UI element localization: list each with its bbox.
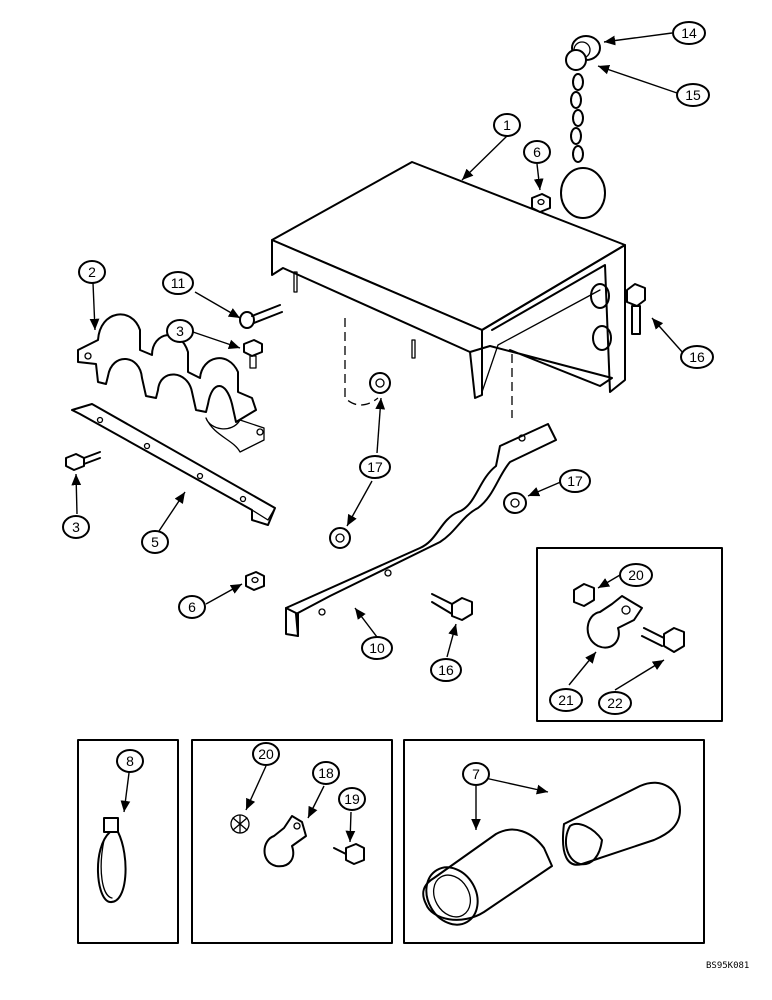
reference-code: BS95K081: [706, 961, 749, 971]
bolt-part-3a: [243, 339, 263, 369]
bolt-part-11: [239, 304, 283, 329]
callout-17a-label: 17: [367, 459, 383, 475]
bracket-part: [285, 423, 557, 637]
callout-6b-label: 6: [188, 599, 196, 615]
callout-21: 21: [549, 688, 583, 712]
callout-18-label: 18: [318, 765, 334, 781]
nut-part-6a: [531, 193, 551, 213]
callout-20b-label: 20: [258, 746, 274, 762]
callout-11-label: 11: [171, 275, 186, 291]
callout-6a: 6: [523, 140, 551, 164]
callout-5: 5: [141, 530, 169, 554]
nut-part-20a: [573, 583, 595, 607]
callout-6b: 6: [178, 595, 206, 619]
bolt-part-19: [333, 843, 365, 865]
callout-22-label: 22: [607, 695, 623, 711]
callout-10: 10: [361, 636, 393, 660]
callout-14: 14: [672, 21, 706, 45]
callout-17b-label: 17: [567, 473, 583, 489]
strap-part: [71, 403, 276, 526]
callout-16a-label: 16: [689, 349, 705, 365]
nut-part-20b: [230, 814, 250, 834]
sleeve-part-7a: [422, 828, 553, 926]
callout-20a-label: 20: [628, 567, 644, 583]
callout-22: 22: [598, 691, 632, 715]
callout-1: 1: [493, 113, 521, 137]
cover-box-part: [271, 161, 626, 418]
bolt-part-16b: [431, 593, 473, 621]
callout-2-label: 2: [88, 264, 96, 280]
callout-2: 2: [78, 260, 106, 284]
callout-17a: 17: [359, 455, 391, 479]
cap-and-chain-part: [560, 35, 606, 219]
nut-part-17b: [329, 527, 351, 549]
inset-box-clamp-21: [536, 547, 723, 722]
nut-part-17a: [369, 372, 391, 394]
bolt-part-22: [641, 627, 685, 653]
callout-16b: 16: [430, 658, 462, 682]
callout-19: 19: [338, 787, 366, 811]
clamp-part-18: [263, 815, 307, 868]
callout-14-label: 14: [681, 25, 697, 41]
callout-8: 8: [116, 749, 144, 773]
callout-7: 7: [462, 762, 490, 786]
callout-16b-label: 16: [438, 662, 454, 678]
callout-10-label: 10: [369, 640, 385, 656]
leader-lines: [71, 32, 685, 843]
callout-5-label: 5: [151, 534, 159, 550]
bolt-part-16a: [626, 283, 646, 335]
callout-15-label: 15: [685, 87, 701, 103]
callout-20a: 20: [619, 563, 653, 587]
triple-clamp-part: [77, 313, 265, 453]
callout-19-label: 19: [344, 791, 360, 807]
tie-strap-part-8: [97, 817, 127, 904]
callout-21-label: 21: [558, 692, 574, 708]
callout-3b: 3: [62, 515, 90, 539]
inset-box-sleeve-7: [403, 739, 705, 944]
callout-3b-label: 3: [72, 519, 80, 535]
callout-3a-label: 3: [176, 323, 184, 339]
callout-11: 11: [162, 271, 194, 295]
callout-17b: 17: [559, 469, 591, 493]
inset-box-clamp-18: [191, 739, 393, 944]
clamp-part-21: [586, 595, 643, 649]
callout-8-label: 8: [126, 753, 134, 769]
bolt-part-3b: [65, 451, 101, 471]
sleeve-part-7b: [562, 781, 681, 866]
inset-box-tie-8: [77, 739, 179, 944]
callout-16a: 16: [680, 345, 714, 369]
callout-6a-label: 6: [533, 144, 541, 160]
callout-1-label: 1: [503, 117, 511, 133]
callout-15: 15: [676, 83, 710, 107]
callout-7-label: 7: [472, 766, 480, 782]
nut-part-17c: [503, 492, 527, 514]
callout-20b: 20: [252, 742, 280, 766]
nut-part-6b: [245, 571, 265, 591]
callout-3a: 3: [166, 319, 194, 343]
callout-18: 18: [312, 761, 340, 785]
